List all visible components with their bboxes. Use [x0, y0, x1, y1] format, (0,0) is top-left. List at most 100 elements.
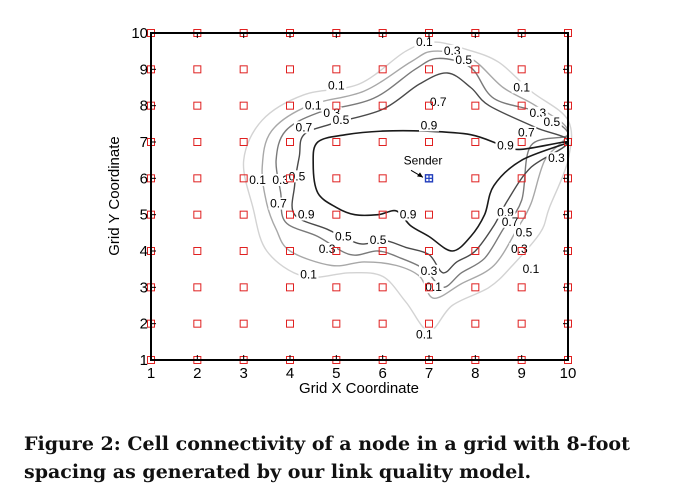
grid-nodes: [147, 29, 572, 364]
grid-node: [332, 138, 341, 146]
grid-node: [286, 65, 294, 74]
y-tick-label: 7: [140, 134, 148, 151]
grid-node: [286, 319, 294, 328]
grid-node: [378, 210, 387, 219]
contour-label: 0.5: [333, 113, 350, 127]
contour-label: 0.3: [548, 151, 565, 165]
grid-node: [193, 319, 202, 328]
contour-label: 0.9: [298, 207, 315, 221]
contour-label: 0.5: [543, 115, 560, 129]
contour-label: 0.1: [416, 35, 433, 49]
grid-node: [471, 283, 480, 292]
y-tick-label: 6: [140, 170, 148, 187]
contour-label: 0.9: [421, 118, 438, 132]
contour-label-bg: [414, 35, 435, 48]
contour-label-bg: [247, 173, 268, 186]
contour-label: 0.7: [502, 215, 519, 229]
grid-node: [425, 319, 433, 328]
contour-label-bg: [520, 262, 541, 275]
x-axis-label: Grid X Coordinate: [299, 380, 419, 397]
figure-caption: Figure 2: Cell connectivity of a node in…: [24, 433, 630, 483]
y-tick-label: 1: [140, 352, 148, 369]
contour-label: 0.1: [249, 173, 266, 187]
grid-node: [517, 65, 526, 74]
contour-label: 0.9: [400, 207, 417, 221]
grid-node: [286, 283, 294, 292]
y-tick-label: 2: [140, 316, 148, 333]
grid-node: [378, 319, 387, 328]
contour-labels: 0.10.30.50.10.10.30.50.70.70.90.10.30.50…: [247, 35, 567, 341]
grid-node: [517, 283, 526, 292]
contour-label: 0.7: [518, 126, 535, 140]
grid-node: [239, 210, 248, 219]
sender-label: Sender: [404, 153, 443, 167]
contour-label: 0.7: [430, 95, 447, 109]
grid-node: [517, 247, 526, 255]
grid-node: [378, 283, 387, 292]
contour-label: 0.1: [300, 267, 317, 281]
grid-node: [425, 210, 433, 219]
contour-label: 0.7: [270, 197, 287, 211]
x-tick-label: 8: [471, 365, 479, 382]
contour-label-bg: [298, 268, 319, 281]
contour-label: 0.3: [319, 242, 336, 256]
contour-label: 0.1: [328, 79, 345, 93]
contour-label: 0.3: [511, 242, 528, 256]
grid-node: [332, 101, 341, 110]
contour-label-bg: [495, 206, 516, 219]
contour-label-bg: [270, 173, 291, 186]
y-tick-label: 9: [140, 61, 148, 78]
grid-node: [471, 174, 480, 183]
y-tick-label: 10: [131, 25, 148, 42]
contour-label: 0.1: [513, 80, 530, 94]
contour-label-bg: [516, 126, 537, 139]
grid-node: [193, 283, 202, 292]
grid-node: [517, 138, 526, 146]
y-tick-label: 5: [140, 207, 148, 224]
grid-node: [378, 247, 387, 255]
contour-label-bg: [527, 106, 548, 119]
contour-label: 0.7: [296, 120, 313, 134]
contour-label-bg: [398, 208, 419, 221]
y-axis-label: Grid Y Coordinate: [106, 136, 123, 256]
grid-node: [425, 65, 433, 74]
contour-label: 0.9: [497, 138, 514, 152]
grid-node: [471, 319, 480, 328]
grid-node: [239, 247, 248, 255]
contour-label: 0.5: [370, 233, 387, 247]
grid-node: [517, 101, 526, 110]
grid-node: [286, 174, 294, 183]
grid-node: [332, 174, 341, 183]
x-tick-label: 3: [239, 365, 247, 382]
contour-label: 0.5: [335, 229, 352, 243]
grid-node: [332, 65, 341, 74]
grid-node: [239, 138, 248, 146]
grid-node: [193, 247, 202, 255]
grid-node: [239, 101, 248, 110]
contour-label: 0.5: [516, 226, 533, 240]
contour-chart: 0.10.30.50.10.10.30.50.70.70.90.10.30.50…: [106, 25, 576, 397]
grid-node: [239, 319, 248, 328]
contour-label: 0.3: [272, 173, 289, 187]
y-tick-label: 4: [140, 243, 148, 260]
contour-label-bg: [317, 243, 338, 255]
contour-label-bg: [286, 170, 307, 183]
grid-node: [332, 319, 341, 328]
contour-label-bg: [511, 81, 532, 94]
grid-node: [332, 210, 341, 219]
grid-node: [286, 101, 294, 110]
contour-label: 0.1: [425, 280, 442, 294]
grid-node: [378, 138, 387, 146]
sender-node: [424, 174, 434, 183]
contour-label-bg: [546, 152, 567, 165]
grid-node: [425, 138, 433, 146]
contour-label-bg: [513, 226, 534, 239]
grid-node: [471, 101, 480, 110]
contour-label-bg: [453, 54, 474, 67]
grid-node: [425, 283, 433, 292]
grid-node: [193, 138, 202, 146]
contour-label-bg: [414, 328, 435, 341]
grid-node: [378, 65, 387, 74]
grid-node: [471, 210, 480, 219]
grid-node: [239, 174, 248, 183]
